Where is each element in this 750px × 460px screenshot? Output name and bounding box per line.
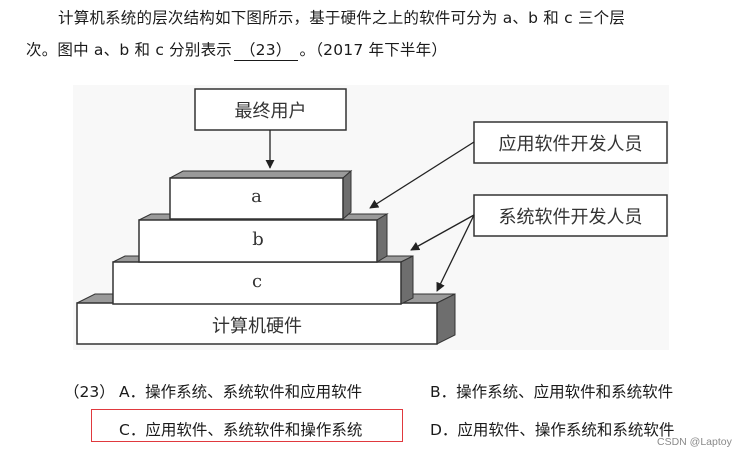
app-dev-arrow-icon [369,141,475,209]
answer-blank: （23） [233,38,298,61]
option-a: A．操作系统、系统软件和应用软件 [119,383,363,401]
end-user-label: 最终用户 [234,101,307,122]
layer-c-label: c [251,271,263,292]
app-developers-box [473,121,668,164]
hardware-label: 计算机硬件 [212,316,302,337]
question-text-line-2: 次。图中 a、b 和 c 分别表示（23）。（2017 年下半年） [26,38,447,61]
layer-a-label: a [251,186,262,207]
system-hierarchy-diagram: 最终用户 a b c 计算机硬件 应用软件开发人员 系统软件开发人员 [73,85,669,350]
layer-c [112,261,402,305]
layer-b [138,219,378,263]
diagram-graphics [76,88,668,345]
question-number: （23） [64,383,115,401]
option-d: D．应用软件、操作系统和系统软件 [430,421,675,439]
sys-dev-arrow-c-icon [436,214,475,292]
question-suffix: 。（2017 年下半年） [299,41,448,59]
question-text-line-1: 计算机系统的层次结构如下图所示，基于硬件之上的软件可分为 a、b 和 c 三个层 [58,9,626,27]
layer-a [169,177,344,220]
watermark: CSDN @Laptoy [657,436,732,448]
layer-b-label: b [252,229,264,250]
sys-developers-label: 系统软件开发人员 [498,207,643,228]
hardware-layer [76,302,438,345]
question-prefix: 次。图中 a、b 和 c 分别表示 [26,41,232,59]
sys-dev-arrow-b-icon [410,214,475,251]
app-developers-label: 应用软件开发人员 [498,134,643,155]
sys-developers-box [473,194,668,237]
option-b: B．操作系统、应用软件和系统软件 [430,383,674,401]
correct-answer-highlight [91,409,403,442]
end-user-box [194,88,347,131]
option-c: C．应用软件、系统软件和操作系统 [119,421,363,439]
